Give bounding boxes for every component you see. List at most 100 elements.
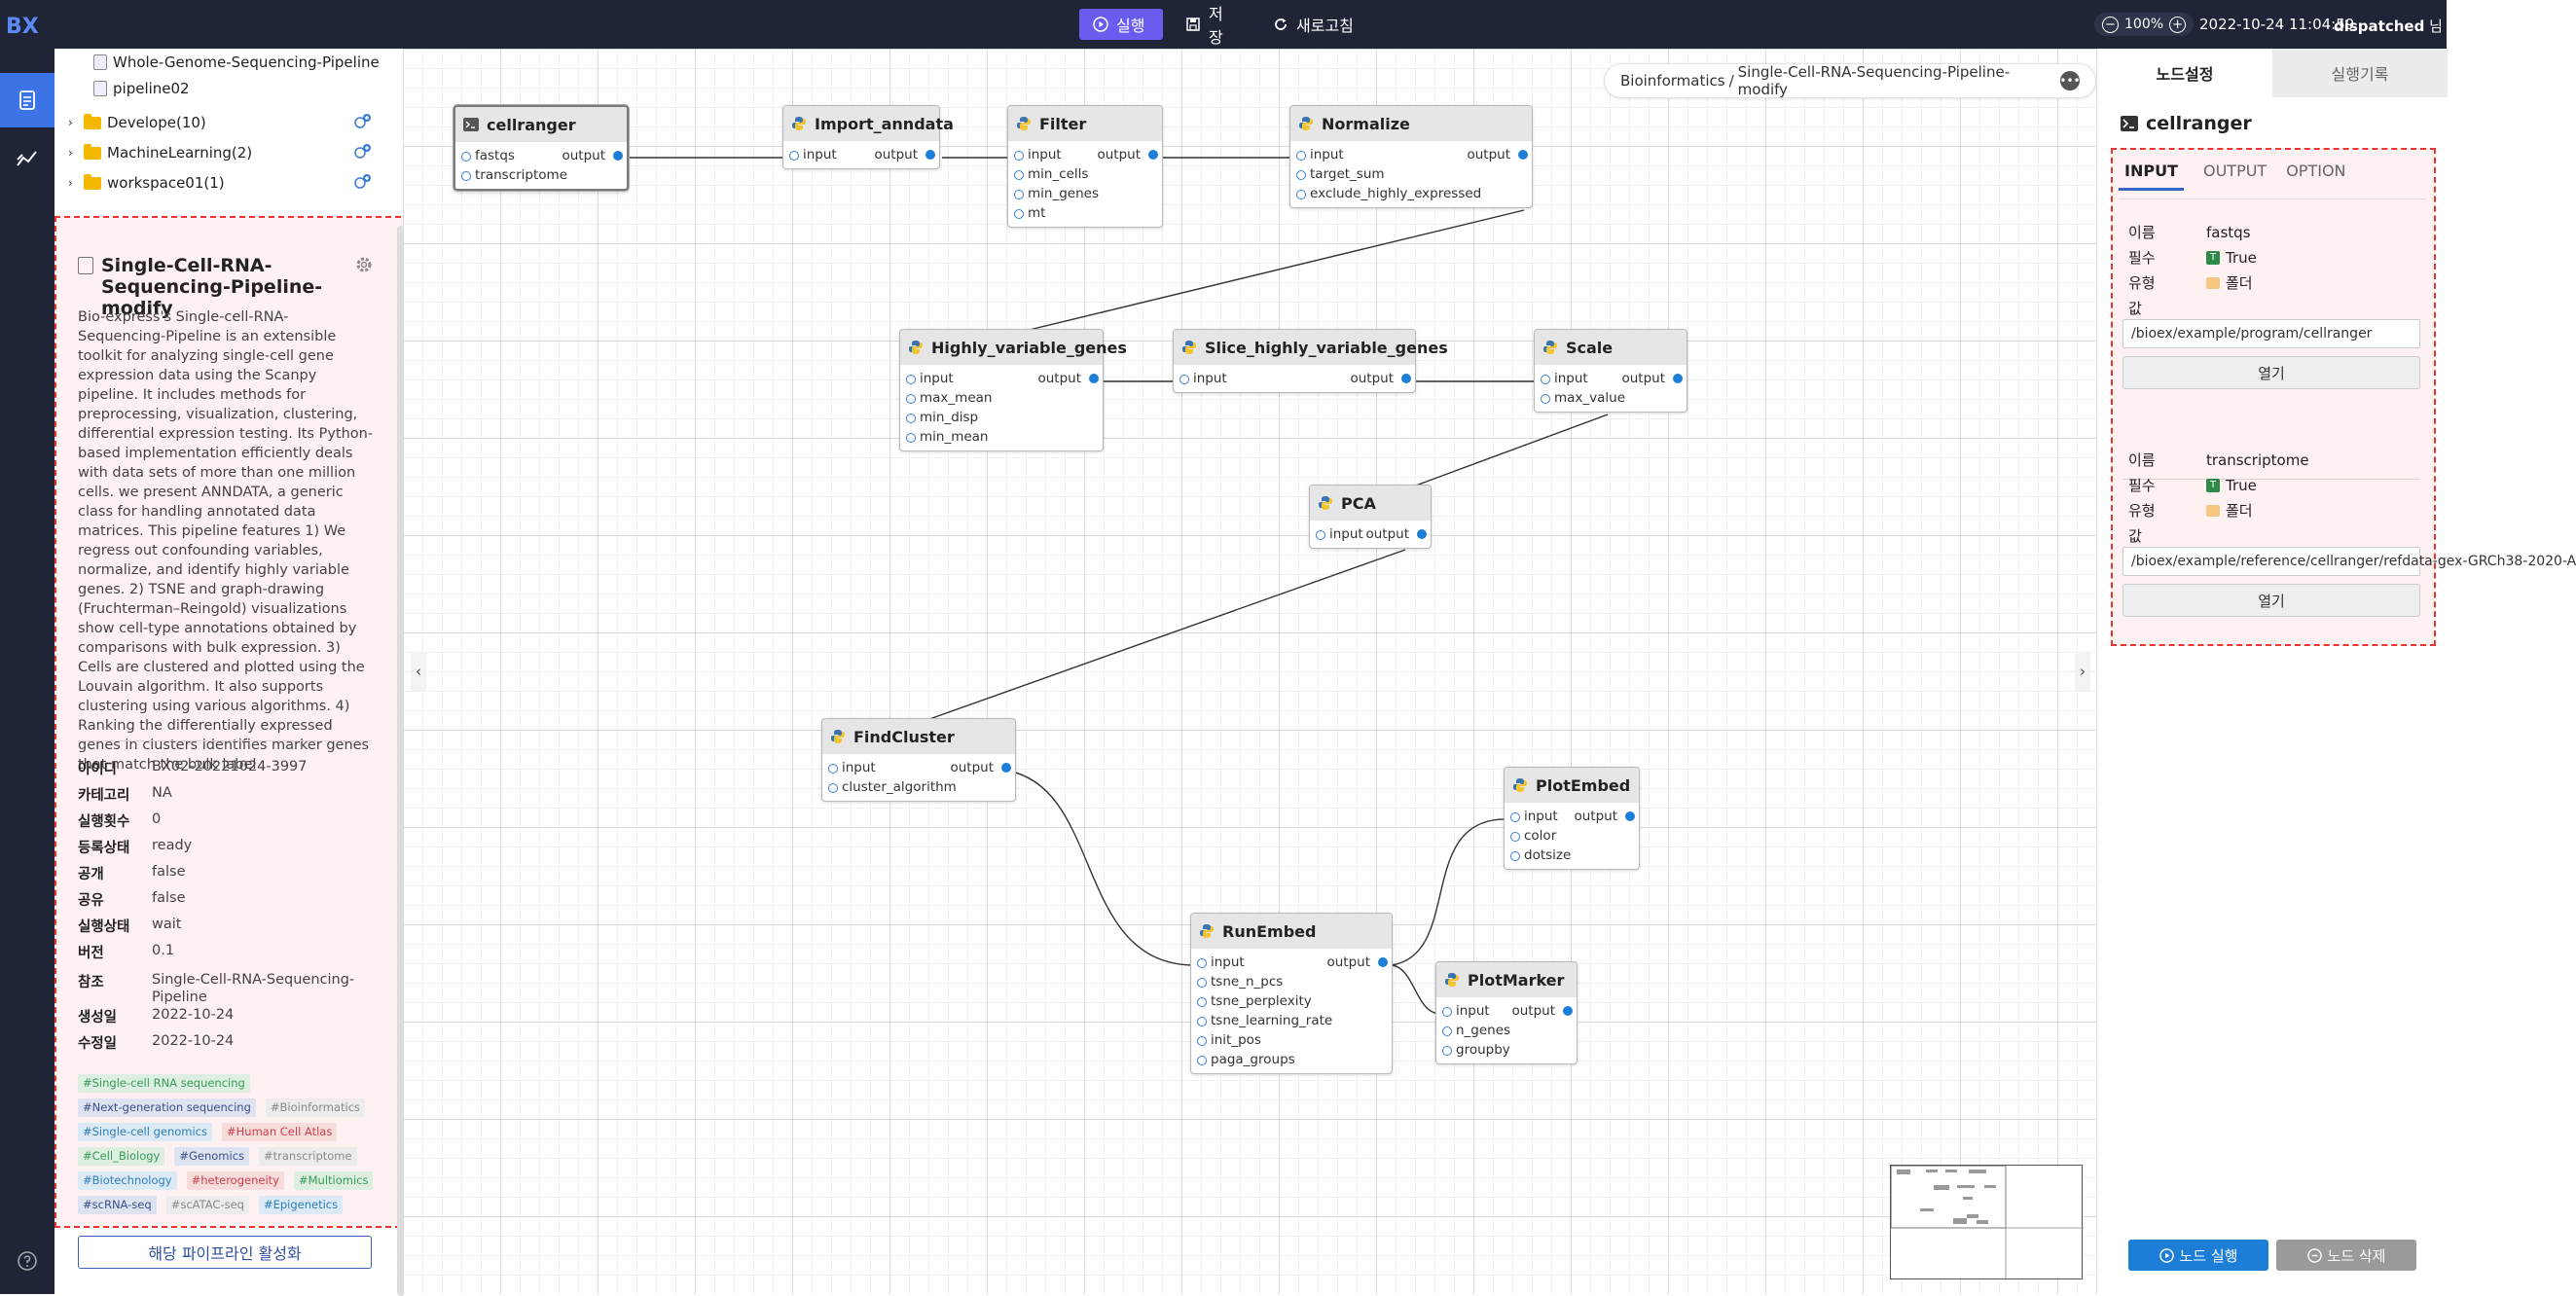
output-port[interactable]: output — [1350, 369, 1411, 388]
chevron-right-icon[interactable]: › — [68, 176, 73, 190]
input-port[interactable]: tsne_n_pcs — [1191, 972, 1392, 991]
node-header[interactable]: Filter — [1008, 106, 1162, 141]
output-port[interactable]: output — [1037, 369, 1099, 388]
save-button[interactable]: 저장 — [1172, 5, 1250, 47]
input-port[interactable]: n_genes — [1436, 1021, 1577, 1040]
output-port[interactable]: output — [562, 146, 623, 165]
node-header[interactable]: RunEmbed — [1191, 914, 1392, 949]
input-port[interactable]: paga_groups — [1191, 1050, 1392, 1069]
collapse-right-panel-button[interactable]: › — [2075, 652, 2090, 691]
input-port[interactable]: color — [1505, 826, 1639, 846]
edge-scale-pca[interactable] — [1404, 414, 1609, 490]
more-options-icon[interactable]: ••• — [2059, 71, 2081, 90]
logo[interactable]: BX — [4, 10, 51, 39]
add-to-folder-icon[interactable] — [352, 113, 372, 130]
analytics-nav[interactable] — [0, 131, 54, 186]
tag-chip[interactable]: #Single-cell genomics — [78, 1123, 212, 1141]
run-button[interactable]: 실행 — [1079, 9, 1163, 40]
edge-pca-findcluster[interactable] — [918, 549, 1406, 724]
tag-chip[interactable]: #Epigenetics — [258, 1196, 344, 1214]
run-node-button[interactable]: 노드 실행 — [2128, 1240, 2268, 1271]
chevron-right-icon[interactable]: › — [68, 116, 73, 129]
zoom-in-button[interactable]: + — [2169, 16, 2187, 33]
node-header[interactable]: Scale — [1535, 330, 1687, 365]
output-port[interactable]: output — [1511, 1001, 1573, 1021]
tab-output[interactable]: OUTPUT — [2202, 162, 2268, 180]
output-port[interactable]: output — [1574, 807, 1635, 826]
input-port[interactable]: min_mean — [900, 427, 1103, 447]
panel-scrollbar[interactable] — [397, 226, 405, 1296]
minimap[interactable] — [1890, 1165, 2084, 1280]
output-port[interactable]: output — [874, 145, 935, 164]
input-port[interactable]: cluster_algorithm — [822, 777, 1015, 797]
tag-chip[interactable]: #scRNA-seq — [78, 1196, 157, 1214]
input-port[interactable]: input — [1174, 369, 1415, 388]
tag-chip[interactable]: #scATAC-seq — [165, 1196, 249, 1214]
node-header[interactable]: Import_anndata — [783, 106, 954, 141]
chevron-right-icon[interactable]: › — [68, 146, 73, 160]
help-nav[interactable] — [0, 1234, 54, 1288]
input-port[interactable]: fastqs — [455, 146, 627, 165]
refresh-button[interactable]: 새로고침 — [1259, 9, 1376, 40]
param-value-input[interactable]: /bioex/example/program/cellranger — [2122, 319, 2420, 348]
edge-findcluster-runembed[interactable] — [1006, 770, 1194, 966]
tag-chip[interactable]: #Genomics — [174, 1147, 250, 1166]
node-header[interactable]: PlotMarker — [1436, 962, 1577, 997]
open-folder-button[interactable]: 열기 — [2122, 584, 2420, 617]
output-port[interactable]: output — [1097, 145, 1158, 164]
input-port[interactable]: input — [822, 758, 1015, 777]
input-port[interactable]: max_value — [1535, 388, 1687, 408]
input-port[interactable]: dotsize — [1505, 846, 1639, 865]
tag-chip[interactable]: #Human Cell Atlas — [222, 1123, 338, 1141]
input-port[interactable]: init_pos — [1191, 1030, 1392, 1050]
output-port[interactable]: output — [950, 758, 1011, 777]
collapse-left-panel-button[interactable]: ‹ — [411, 652, 426, 691]
open-folder-button[interactable]: 열기 — [2122, 356, 2420, 389]
input-port[interactable]: min_genes — [1008, 184, 1162, 203]
tree-folder-machinelearning[interactable]: › MachineLearning(2) — [68, 141, 252, 164]
zoom-out-button[interactable]: − — [2102, 16, 2119, 33]
tag-chip[interactable]: #heterogeneity — [186, 1171, 284, 1190]
node-header[interactable]: Normalize — [1290, 106, 1532, 141]
input-port[interactable]: mt — [1008, 203, 1162, 223]
tab-option[interactable]: OPTION — [2286, 162, 2346, 180]
gear-icon[interactable] — [354, 255, 374, 274]
tab-input[interactable]: INPUT — [2119, 162, 2184, 191]
tag-chip[interactable]: #Bioinformatics — [265, 1098, 366, 1117]
input-port[interactable]: input — [1436, 1001, 1577, 1021]
edge-runembed-plotmarker[interactable] — [1391, 964, 1440, 1015]
input-port[interactable]: tsne_learning_rate — [1191, 1011, 1392, 1030]
output-port[interactable]: output — [1467, 145, 1528, 164]
input-port[interactable]: groupby — [1436, 1040, 1577, 1060]
tag-chip[interactable]: #Multiomics — [293, 1171, 374, 1190]
tree-item-pipeline02[interactable]: pipeline02 — [93, 77, 190, 100]
activate-pipeline-button[interactable]: 해당 파이프라인 활성화 — [78, 1236, 372, 1269]
tab-run-history[interactable]: 실행기록 — [2272, 49, 2448, 97]
param-value-input[interactable]: /bioex/example/reference/cellranger/refd… — [2122, 547, 2576, 576]
delete-node-button[interactable]: 노드 삭제 — [2276, 1240, 2416, 1271]
input-port[interactable]: input — [1310, 524, 1431, 544]
input-port[interactable]: input — [1290, 145, 1532, 164]
tree-folder-develope[interactable]: › Develope(10) — [68, 111, 206, 134]
input-port[interactable]: tsne_perplexity — [1191, 991, 1392, 1011]
output-port[interactable]: output — [1326, 953, 1388, 972]
breadcrumb-category[interactable]: Bioinformatics — [1620, 72, 1725, 90]
tag-chip[interactable]: #Single-cell RNA sequencing — [78, 1074, 250, 1093]
tab-node-settings[interactable]: 노드설정 — [2097, 49, 2272, 97]
edge-runembed-plotembed[interactable] — [1391, 818, 1508, 966]
user-greeting[interactable]: dispatched 님 — [2334, 16, 2443, 36]
tag-chip[interactable]: #Cell_Biology — [78, 1147, 165, 1166]
input-port[interactable]: transcriptome — [455, 165, 627, 185]
input-port[interactable]: min_cells — [1008, 164, 1162, 184]
input-port[interactable]: input — [1505, 807, 1639, 826]
